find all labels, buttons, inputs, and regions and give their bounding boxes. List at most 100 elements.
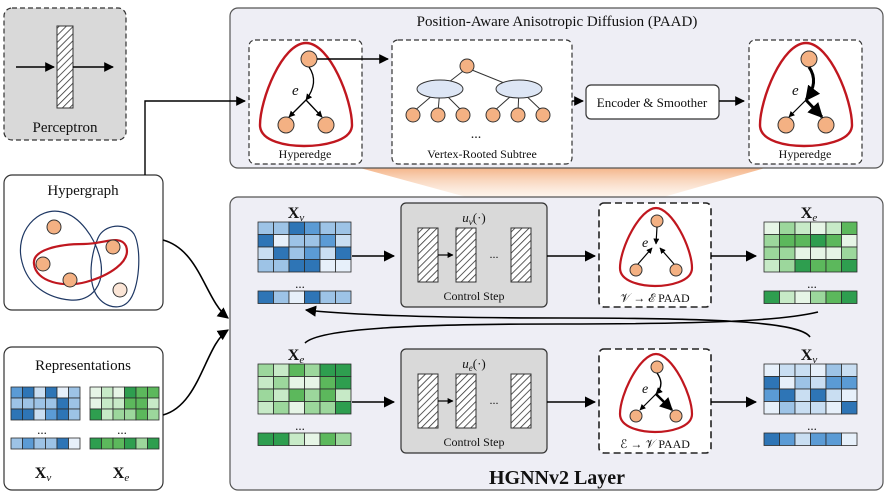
matrix-cell [112,397,125,410]
matrix-cell [89,437,102,450]
matrix-cell [257,376,274,390]
matrix-cell [810,290,827,304]
matrix-cell [124,386,137,399]
edge-symbol-right: e [792,83,799,99]
matrix-cell [10,386,23,399]
matrix-cell [45,397,58,410]
representations-panel: Representations ... ... Xv Xe [3,346,164,491]
matrix-cell [779,234,796,248]
matrix-cell [273,290,290,304]
matrix-cell [794,388,811,402]
matrix-cell [794,246,811,260]
matrix-cell [810,246,827,260]
rep-green-matrix [89,386,160,450]
matrix-cell [841,388,858,402]
matrix-cell [56,437,69,450]
matrix-cell [779,259,796,273]
row1-out-label: Xe [801,205,818,224]
row2-out-ellipsis: ... [807,418,817,433]
matrix-cell [794,290,811,304]
matrix-cell [335,388,352,402]
hgnn-layer-panel: HGNNv2 Layer Xv ... uv(·) ... Control St… [229,196,884,491]
matrix-cell [288,221,305,235]
matrix-cell [135,397,148,410]
matrix-cell [841,363,858,377]
matrix-cell [89,408,102,421]
matrix-cell [841,376,858,390]
encoder-label: Encoder & Smoother [597,95,708,110]
matrix-cell [825,259,842,273]
row2-output-matrix [763,363,858,446]
row2-input-matrix [257,363,352,446]
matrix-cell [124,437,137,450]
row1-out-ellipsis: ... [807,276,817,291]
matrix-cell [135,437,148,450]
matrix-cell [841,290,858,304]
row2-edge-symbol: e [642,382,648,397]
matrix-cell [779,363,796,377]
matrix-cell [810,401,827,415]
matrix-cell [288,234,305,248]
matrix-cell [68,397,81,410]
matrix-cell [319,401,336,415]
matrix-cell [810,234,827,248]
matrix-cell [288,259,305,273]
matrix-cell [825,246,842,260]
matrix-cell [68,408,81,421]
matrix-cell [763,401,780,415]
matrix-cell [288,363,305,377]
row1-func: uv(·) [462,210,486,227]
matrix-cell [304,401,321,415]
row1-in-label: Xv [288,205,305,224]
matrix-cell [794,234,811,248]
matrix-cell [124,397,137,410]
matrix-cell [273,259,290,273]
matrix-cell [335,259,352,273]
matrix-cell [319,259,336,273]
matrix-cell [257,401,274,415]
encoder-box [585,84,720,120]
matrix-cell [763,246,780,260]
matrix-cell [257,388,274,402]
matrix-cell [304,363,321,377]
matrix-cell [779,376,796,390]
matrix-cell [319,363,336,377]
matrix-cell [273,376,290,390]
row1-control-label: Control Step [443,289,504,303]
matrix-cell [319,246,336,260]
matrix-cell [273,388,290,402]
rep-xe-label: Xe [113,465,130,484]
matrix-cell [304,234,321,248]
matrix-cell [304,376,321,390]
matrix-cell [257,221,274,235]
row2-control-ellipsis: ... [490,393,499,407]
paad-glow [360,168,765,198]
matrix-cell [273,234,290,248]
row1-input-matrix [257,221,352,304]
matrix-cell [112,437,125,450]
matrix-cell [825,388,842,402]
matrix-cell [794,259,811,273]
matrix-cell [763,363,780,377]
matrix-cell [810,388,827,402]
matrix-cell [273,432,290,446]
matrix-cell [304,388,321,402]
matrix-cell [22,437,35,450]
matrix-cell [319,234,336,248]
matrix-cell [335,376,352,390]
matrix-cell [10,408,23,421]
matrix-cell [779,246,796,260]
matrix-cell [763,290,780,304]
matrix-cell [763,221,780,235]
matrix-cell [135,386,148,399]
matrix-cell [841,432,858,446]
row2-paad-label: ℰ → 𝒱 PAAD [620,437,690,451]
matrix-cell [304,432,321,446]
matrix-cell [825,432,842,446]
matrix-cell [825,234,842,248]
matrix-cell [68,386,81,399]
matrix-cell [841,221,858,235]
matrix-cell [335,432,352,446]
matrix-cell [257,363,274,377]
